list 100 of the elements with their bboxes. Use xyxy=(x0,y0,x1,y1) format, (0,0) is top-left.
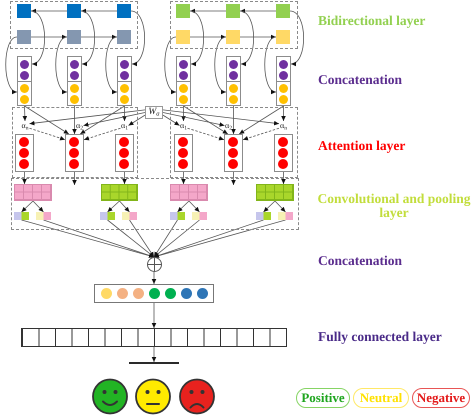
arrow xyxy=(231,172,236,186)
vector-column xyxy=(67,56,82,106)
arrow xyxy=(274,200,286,212)
state-square xyxy=(67,30,81,44)
weight-box: W$_{a}$ xyxy=(145,106,163,119)
pooled-pair xyxy=(256,212,271,220)
arrow xyxy=(154,220,200,258)
curved-arrow xyxy=(264,36,276,93)
curved-arrow xyxy=(30,10,46,65)
arrow xyxy=(240,8,276,14)
arrow xyxy=(152,346,156,362)
arrow xyxy=(122,106,127,122)
arrow xyxy=(29,110,146,126)
arrow xyxy=(80,34,118,40)
pooled-pair xyxy=(36,212,51,220)
pooled-pair xyxy=(192,212,207,220)
arrow xyxy=(119,200,130,212)
pooled-pair xyxy=(170,212,185,220)
dashed-arrow xyxy=(242,128,280,140)
alpha-label: α$_{2}$ xyxy=(224,121,232,130)
arrow xyxy=(80,8,118,14)
sad-face-icon xyxy=(179,378,215,415)
arrow xyxy=(122,172,127,184)
arrow xyxy=(152,302,156,328)
layer-label: Bidirectional layer xyxy=(318,14,426,28)
dashed-group-box xyxy=(170,107,298,178)
arrow xyxy=(263,200,276,212)
dashed-group-box xyxy=(170,1,298,49)
arrow xyxy=(281,172,286,184)
vector-column xyxy=(226,56,241,106)
layer-label: Fully connected layer xyxy=(318,330,442,344)
feature-map xyxy=(170,184,208,201)
arrow xyxy=(190,34,226,40)
vector-column xyxy=(17,56,32,106)
arrow xyxy=(188,200,200,212)
state-square xyxy=(117,30,131,44)
dashed-group-box xyxy=(11,178,299,230)
state-square xyxy=(17,30,31,44)
pooled-pair xyxy=(100,212,115,220)
alpha-label: α$_{n}$ xyxy=(279,121,288,130)
dashed-group-box xyxy=(10,1,138,49)
arrow xyxy=(21,200,34,212)
pooled-pair xyxy=(14,212,29,220)
arrow xyxy=(30,34,68,40)
arrow xyxy=(22,172,27,184)
arrow xyxy=(80,106,125,134)
curved-arrow xyxy=(80,10,96,65)
attention-vector xyxy=(65,134,84,172)
arrow xyxy=(281,106,286,122)
dashed-arrow xyxy=(29,128,66,140)
attention-vector xyxy=(15,134,34,172)
layer-label: Attention layer xyxy=(318,139,406,153)
class-pill: Neutral xyxy=(353,388,409,408)
circled-plus-symbol xyxy=(146,257,162,272)
arrow xyxy=(154,220,178,258)
layer-label: Concatenation xyxy=(318,254,402,268)
arrow xyxy=(162,114,180,126)
arrow xyxy=(22,106,28,122)
arrow xyxy=(24,106,70,134)
feature-map xyxy=(256,184,294,201)
happy-face-icon xyxy=(92,378,128,415)
arrow xyxy=(162,112,225,127)
arrow xyxy=(72,106,77,134)
concat-vector xyxy=(94,284,214,303)
arrow xyxy=(190,8,226,14)
arrow xyxy=(181,106,186,122)
arrow xyxy=(162,110,280,126)
feature-map xyxy=(101,184,138,201)
arrow xyxy=(152,272,156,284)
alpha-label: α$_{n}$ xyxy=(20,121,30,130)
pooled-pair xyxy=(122,212,137,220)
arrow xyxy=(32,200,44,212)
state-square xyxy=(276,4,290,18)
curved-arrow xyxy=(55,36,68,93)
attention-vector xyxy=(174,134,193,172)
alpha-label: α$_{2}$ xyxy=(76,121,84,130)
vector-column xyxy=(117,56,132,106)
output-line xyxy=(129,362,179,364)
arrow xyxy=(238,106,284,134)
curved-arrow xyxy=(190,10,204,65)
class-pill: Negative xyxy=(412,388,470,408)
attention-vector xyxy=(224,134,243,172)
arrow xyxy=(72,172,77,186)
attention-vector xyxy=(274,134,293,172)
arrow xyxy=(183,106,228,134)
vector-column xyxy=(276,56,291,106)
arrow xyxy=(240,34,276,40)
alpha-label: α$_{1}$ xyxy=(120,121,128,130)
arrow xyxy=(177,200,190,212)
feature-map xyxy=(14,184,52,201)
curved-arrow xyxy=(164,36,176,93)
class-pill: Positive xyxy=(296,388,350,408)
curved-arrow xyxy=(5,36,18,93)
curved-arrow xyxy=(130,10,146,65)
state-square xyxy=(117,4,131,18)
curved-arrow xyxy=(240,10,254,65)
layer-label: Concatenation xyxy=(318,73,402,87)
arrow xyxy=(181,172,186,184)
arrow xyxy=(129,220,154,258)
curved-arrow xyxy=(290,10,304,65)
